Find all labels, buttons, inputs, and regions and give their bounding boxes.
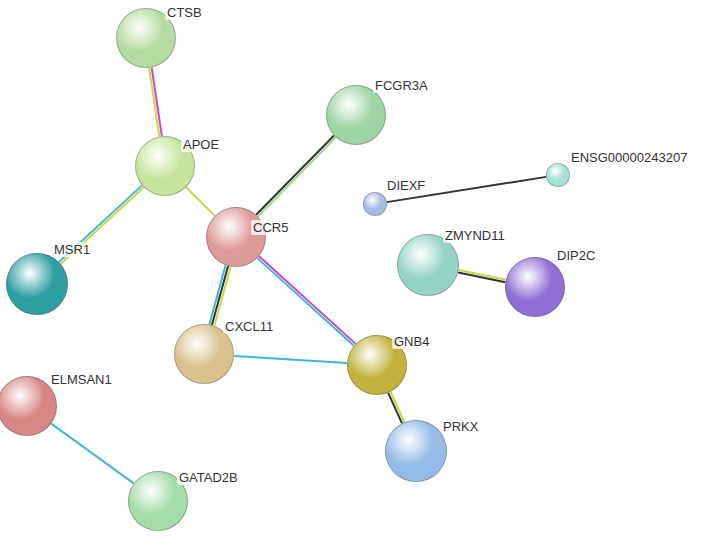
protein-node: ELMSAN1 xyxy=(0,376,57,436)
node-label: CTSB xyxy=(165,5,204,20)
evidence-line xyxy=(149,68,159,137)
interaction-edge xyxy=(234,356,347,363)
interaction-edge xyxy=(388,392,404,424)
node-label: FCGR3A xyxy=(373,78,430,93)
protein-node: ZMYND11 xyxy=(397,234,459,296)
interaction-edge xyxy=(458,270,506,282)
node-label: PRKX xyxy=(441,419,480,434)
evidence-line xyxy=(51,424,133,484)
protein-node: CCR5 xyxy=(206,207,266,267)
interaction-edge xyxy=(149,67,162,136)
protein-node: DIEXF xyxy=(363,192,387,216)
interaction-edge xyxy=(256,135,336,216)
protein-node: GNB4 xyxy=(347,335,407,395)
node-label: APOE xyxy=(181,137,221,152)
interaction-edge xyxy=(209,265,230,325)
evidence-line xyxy=(186,187,215,216)
evidence-line xyxy=(258,137,336,216)
node-label: ELMSAN1 xyxy=(49,372,114,387)
evidence-line xyxy=(388,393,402,423)
node-label: CXCL11 xyxy=(223,319,275,334)
protein-node: ENSG00000243207 xyxy=(546,163,570,187)
evidence-line xyxy=(209,265,225,324)
node-label: DIP2C xyxy=(555,248,597,263)
protein-node: DIP2C xyxy=(505,257,565,317)
evidence-line xyxy=(212,266,228,325)
node-label: ENSG00000243207 xyxy=(569,150,689,165)
protein-node: CXCL11 xyxy=(174,324,234,384)
evidence-line xyxy=(234,356,347,363)
protein-node: GATAD2B xyxy=(128,471,188,531)
node-label: GNB4 xyxy=(392,334,431,349)
protein-node: FCGR3A xyxy=(326,85,386,145)
node-label: ZMYND11 xyxy=(443,228,507,243)
node-label: CCR5 xyxy=(251,220,290,235)
evidence-line xyxy=(256,135,334,214)
evidence-line xyxy=(458,273,505,283)
node-label: MSR1 xyxy=(52,242,92,257)
protein-node: MSR1 xyxy=(6,253,68,315)
node-label: DIEXF xyxy=(385,178,427,193)
interaction-edge xyxy=(186,187,215,216)
node-label: GATAD2B xyxy=(177,470,240,485)
interaction-edge xyxy=(51,424,133,484)
protein-node: APOE xyxy=(135,136,195,196)
evidence-line xyxy=(391,392,405,422)
protein-node: PRKX xyxy=(385,420,447,482)
protein-node: CTSB xyxy=(116,8,176,68)
